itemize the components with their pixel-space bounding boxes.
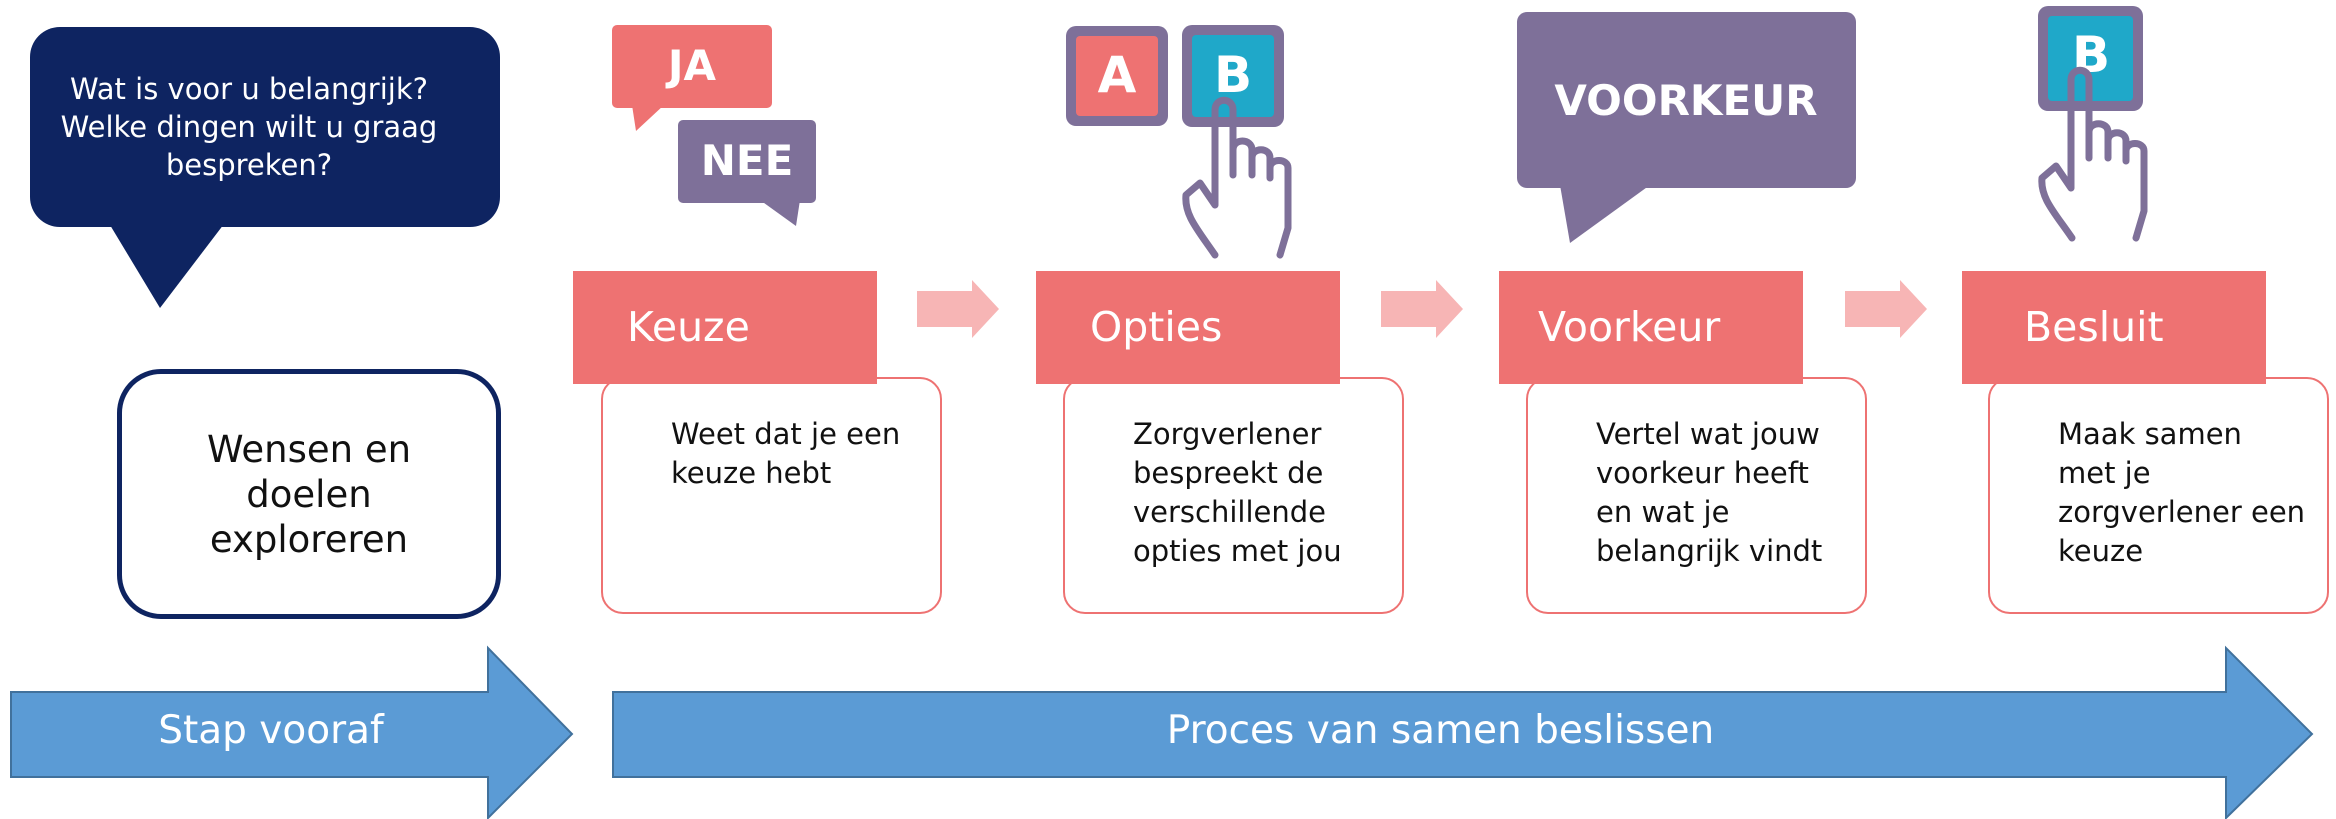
step-keuze-description: Weet dat je een keuze hebt xyxy=(671,417,901,490)
voorkeur-speech-icon: VOORKEUR xyxy=(1517,12,1856,243)
step-keuze-header: Keuze xyxy=(573,271,877,384)
process-arrow xyxy=(612,645,2314,819)
pre-step-box: Wensen en doelen exploreren xyxy=(117,369,501,619)
voorkeur-text: VOORKEUR xyxy=(1554,76,1817,125)
step-besluit-description-box: Maak samen met je zorgverlener een keuze xyxy=(1988,377,2329,614)
a-b-choice-icon: A B xyxy=(1066,25,1292,259)
step-arrows xyxy=(917,280,1927,338)
step-voorkeur-description-box: Vertel wat jouw voorkeur heeft en wat je… xyxy=(1526,377,1867,614)
speech-bubble xyxy=(30,27,500,308)
b-text: B xyxy=(1214,46,1252,104)
step-besluit-header: Besluit xyxy=(1962,271,2266,384)
step-besluit-title: Besluit xyxy=(2024,303,2164,351)
nee-text: NEE xyxy=(701,136,794,185)
step-opties-title: Opties xyxy=(1090,303,1223,351)
ja-nee-speech-icon: JA NEE xyxy=(612,25,816,226)
step-opties-header: Opties xyxy=(1036,271,1340,384)
step-keuze-description-box: Weet dat je een keuze hebt xyxy=(601,377,942,614)
ja-text: JA xyxy=(665,41,717,90)
step-besluit-description: Maak samen met je zorgverlener een keuze xyxy=(2058,417,2306,568)
step-opties-description: Zorgverlener bespreekt de verschillende … xyxy=(1133,417,1342,568)
step-voorkeur-description: Vertel wat jouw voorkeur heeft en wat je… xyxy=(1596,417,1823,568)
process-arrow-label: Proces van samen beslissen xyxy=(1166,708,1715,753)
a-text: A xyxy=(1098,46,1137,104)
step-voorkeur-header: Voorkeur xyxy=(1499,271,1803,384)
step-arrow-2 xyxy=(1381,280,1463,338)
step-voorkeur-title: Voorkeur xyxy=(1538,303,1721,351)
b-select-icon: B xyxy=(2038,6,2148,242)
pre-step-label: Wensen en doelen exploreren xyxy=(206,427,412,561)
step-keuze-title: Keuze xyxy=(627,303,750,351)
step-arrow-3 xyxy=(1845,280,1927,338)
pre-step-arrow xyxy=(10,645,574,819)
step-arrow-1 xyxy=(917,280,999,338)
pre-step-arrow-label: Stap vooraf xyxy=(158,708,384,753)
step-opties-description-box: Zorgverlener bespreekt de verschillende … xyxy=(1063,377,1404,614)
speech-bubble-text: Wat is voor u belangrijk? Welke dingen w… xyxy=(60,72,438,182)
